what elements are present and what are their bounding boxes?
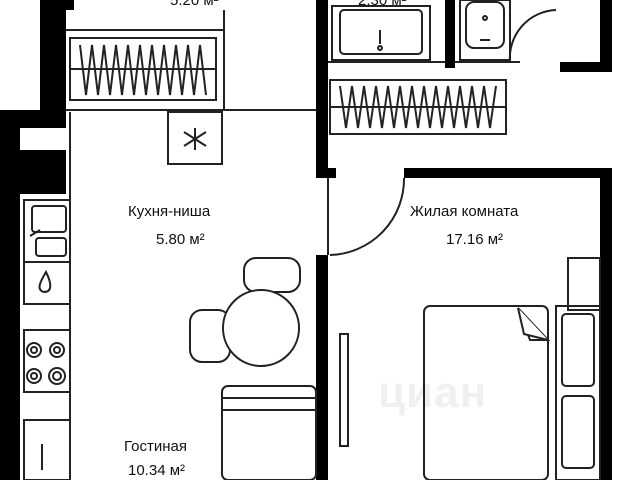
lounge-name-label: Гостиная bbox=[124, 438, 187, 455]
lounge-area-label: 10.34 м² bbox=[128, 462, 186, 479]
partition bbox=[339, 333, 349, 447]
walls bbox=[0, 0, 612, 480]
top-left-area-label: 5.20 м² bbox=[170, 0, 219, 9]
sofa bbox=[221, 385, 317, 480]
bath-fixtures bbox=[331, 0, 557, 63]
kitchen-area-label: 5.80 м² bbox=[156, 231, 205, 248]
fridge bbox=[167, 111, 223, 165]
kitchen-name-label: Кухня-ниша bbox=[128, 203, 211, 220]
wardrobe-right bbox=[329, 79, 507, 135]
top-mid-area-label: 2.30 м² bbox=[358, 0, 407, 9]
wardrobe-top-left bbox=[69, 37, 217, 101]
dining-set bbox=[189, 257, 301, 367]
living-room-area-label: 17.16 м² bbox=[446, 231, 504, 248]
kitchen-counter bbox=[23, 112, 71, 480]
dresser bbox=[555, 305, 601, 480]
watermark: циан bbox=[378, 368, 488, 417]
living-room-name-label: Жилая комната bbox=[410, 203, 519, 220]
bed bbox=[423, 257, 601, 480]
doors bbox=[327, 177, 406, 256]
